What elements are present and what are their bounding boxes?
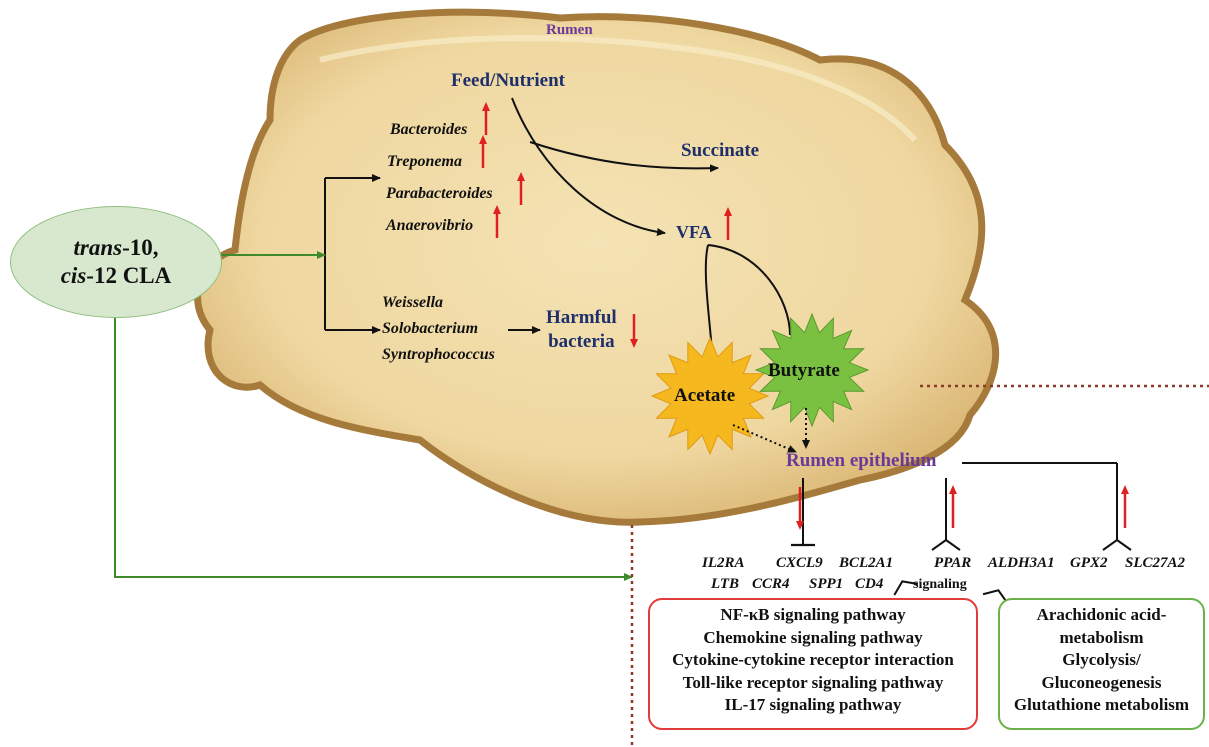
harmful-bacteria-label: Harmful bacteria bbox=[546, 306, 617, 354]
gene-label: CCR4 bbox=[752, 576, 790, 593]
gene-label: GPX2 bbox=[1070, 555, 1108, 572]
gene-label: ALDH3A1 bbox=[988, 555, 1055, 572]
gene-label: SPP1 bbox=[809, 576, 843, 593]
pathway-line: Glutathione metabolism bbox=[1000, 694, 1203, 717]
harmful-line1: Harmful bbox=[546, 307, 617, 328]
pathway-line: Toll-like receptor signaling pathway bbox=[650, 672, 976, 695]
ppar-signaling-label: signaling bbox=[913, 577, 967, 593]
vfa-label: VFA bbox=[676, 222, 712, 243]
immune-pathway-box: NF-κB signaling pathway Chemokine signal… bbox=[648, 598, 978, 730]
bacteria-label: Weissella bbox=[382, 294, 443, 312]
pathway-line: Arachidonic acid- bbox=[1000, 604, 1203, 627]
cla-treatment-node: trans-10, cis-12 CLA bbox=[10, 206, 222, 318]
acetate-label: Acetate bbox=[674, 385, 735, 407]
feed-nutrient-label: Feed/Nutrient bbox=[451, 70, 565, 92]
pathway-line: Glycolysis/ bbox=[1000, 649, 1203, 672]
cla-line1: trans-10, bbox=[73, 234, 158, 262]
gene-label: BCL2A1 bbox=[839, 555, 893, 572]
gene-label: IL2RA bbox=[702, 555, 745, 572]
ppar-label: PPAR bbox=[934, 555, 971, 572]
harmful-line2: bacteria bbox=[548, 331, 614, 352]
pathway-line: NF-κB signaling pathway bbox=[650, 604, 976, 627]
bacteria-label: Treponema bbox=[387, 153, 462, 171]
rumen-organ-shape bbox=[198, 12, 996, 522]
bacteria-label: Bacteroides bbox=[390, 121, 467, 139]
gene-label: CD4 bbox=[855, 576, 883, 593]
bacteria-label: Parabacteroides bbox=[386, 185, 493, 203]
cla-line2: cis-12 CLA bbox=[61, 262, 172, 290]
pathway-line: Gluconeogenesis bbox=[1000, 672, 1203, 695]
bacteria-label: Syntrophococcus bbox=[382, 346, 495, 364]
succinate-label: Succinate bbox=[681, 140, 759, 162]
metabolism-pathway-box: Arachidonic acid- metabolism Glycolysis/… bbox=[998, 598, 1205, 730]
butyrate-label: Butyrate bbox=[768, 360, 840, 382]
gene-label: LTB bbox=[711, 576, 739, 593]
pathway-line: metabolism bbox=[1000, 627, 1203, 650]
pathway-line: IL-17 signaling pathway bbox=[650, 694, 976, 717]
rumen-epithelium-label: Rumen epithelium bbox=[786, 450, 936, 472]
pathway-line: Cytokine-cytokine receptor interaction bbox=[650, 649, 976, 672]
bacteria-label: Solobacterium bbox=[382, 320, 478, 338]
rumen-label: Rumen bbox=[546, 22, 593, 39]
gene-label: CXCL9 bbox=[776, 555, 823, 572]
pathway-line: Chemokine signaling pathway bbox=[650, 627, 976, 650]
bacteria-label: Anaerovibrio bbox=[386, 217, 473, 235]
gene-label: SLC27A2 bbox=[1125, 555, 1185, 572]
